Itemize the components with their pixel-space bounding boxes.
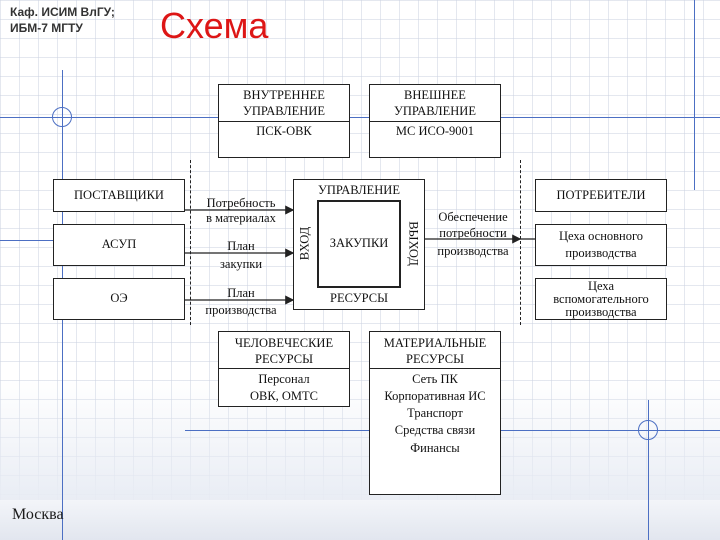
divider bbox=[369, 121, 501, 122]
decor-horizontal-line bbox=[0, 117, 720, 118]
material-resources-box bbox=[369, 331, 501, 495]
output-desc-line-3: производства bbox=[437, 244, 509, 258]
aux-shops-line-2: вспомогательного bbox=[553, 292, 649, 306]
internal-management-line-1: ВНУТРЕННЕЕ bbox=[243, 88, 325, 102]
main-shops-line-1: Цеха основного bbox=[558, 229, 644, 243]
purchase-main-label: ЗАКУПКИ bbox=[329, 236, 389, 250]
aux-shops-line-1: Цеха bbox=[587, 279, 615, 293]
organization-label: Каф. ИСИМ ВлГУ; ИБМ-7 МГТУ bbox=[10, 4, 115, 36]
decor-horizontal-line bbox=[0, 240, 60, 241]
suppliers-label: ПОСТАВЩИКИ bbox=[74, 188, 164, 202]
plan-purchase-line-2: закупки bbox=[219, 257, 263, 271]
decor-vertical-line bbox=[648, 400, 649, 540]
decor-vertical-line bbox=[694, 0, 695, 190]
output-label: ВЫХОД bbox=[406, 221, 421, 266]
material-resources-line-1: МАТЕРИАЛЬНЫЕ bbox=[383, 336, 487, 350]
main-shops-line-2: производства bbox=[565, 246, 637, 260]
material-resources-item: Финансы bbox=[410, 441, 460, 455]
external-management-sub: МС ИСО-9001 bbox=[395, 124, 475, 138]
org-line-1: Каф. ИСИМ ВлГУ; bbox=[10, 5, 115, 19]
page-title: Схема bbox=[160, 5, 269, 46]
material-resources-line-2: РЕСУРСЫ bbox=[406, 352, 464, 366]
output-desc-line-2: потребности bbox=[439, 226, 507, 240]
consumers-label: ПОТРЕБИТЕЛИ bbox=[556, 188, 646, 202]
consumers-box bbox=[535, 179, 667, 212]
material-resources-item: Транспорт bbox=[407, 406, 463, 420]
center-bottom-label: РЕСУРСЫ bbox=[330, 291, 388, 305]
human-resources-item: Персонал bbox=[258, 372, 310, 386]
divider bbox=[369, 368, 501, 369]
divider bbox=[218, 368, 350, 369]
plan-production-line-1: План bbox=[227, 286, 255, 300]
left-dashed-line bbox=[190, 160, 191, 325]
input-label: ВХОД bbox=[297, 226, 312, 261]
material-resources-item: Сеть ПК bbox=[412, 372, 458, 386]
need-label-line-1: Потребность bbox=[206, 196, 276, 210]
internal-management-line-2: УПРАВЛЕНИЕ bbox=[243, 104, 325, 118]
material-resources-item: Средства связи bbox=[394, 423, 476, 437]
human-resources-line-1: ЧЕЛОВЕЧЕСКИЕ bbox=[234, 336, 334, 350]
oe-box bbox=[53, 278, 185, 320]
asup-box bbox=[53, 224, 185, 266]
internal-management-sub: ПСК-ОВК bbox=[256, 124, 312, 138]
oe-label: ОЭ bbox=[110, 291, 128, 305]
external-management-line-2: УПРАВЛЕНИЕ bbox=[394, 104, 476, 118]
footer-city: Москва bbox=[12, 506, 64, 523]
aux-shops-line-3: производства bbox=[565, 305, 637, 319]
right-dashed-line bbox=[520, 160, 521, 325]
output-desc-line-1: Обеспечение bbox=[438, 210, 508, 224]
purchase-inner-box bbox=[317, 200, 401, 288]
material-resources-item: Корпоративная ИС bbox=[384, 389, 486, 403]
aux-shops-box bbox=[535, 278, 667, 320]
plan-purchase-line-1: План bbox=[227, 239, 255, 253]
divider bbox=[218, 121, 350, 122]
asup-label: АСУП bbox=[101, 237, 137, 251]
need-label-line-2: в материалах bbox=[206, 211, 276, 225]
main-shops-box bbox=[535, 224, 667, 266]
decor-circle bbox=[52, 107, 72, 127]
human-resources-box bbox=[218, 331, 350, 407]
plan-production-line-2: производства bbox=[205, 303, 277, 317]
decor-circle bbox=[638, 420, 658, 440]
org-line-2: ИБМ-7 МГТУ bbox=[10, 21, 83, 35]
center-top-label: УПРАВЛЕНИЕ bbox=[318, 183, 400, 197]
human-resources-line-2: РЕСУРСЫ bbox=[255, 352, 313, 366]
footer-band bbox=[0, 500, 720, 540]
external-management-line-1: ВНЕШНЕЕ bbox=[404, 88, 466, 102]
human-resources-item: ОВК, ОМТС bbox=[249, 389, 319, 403]
suppliers-box bbox=[53, 179, 185, 212]
